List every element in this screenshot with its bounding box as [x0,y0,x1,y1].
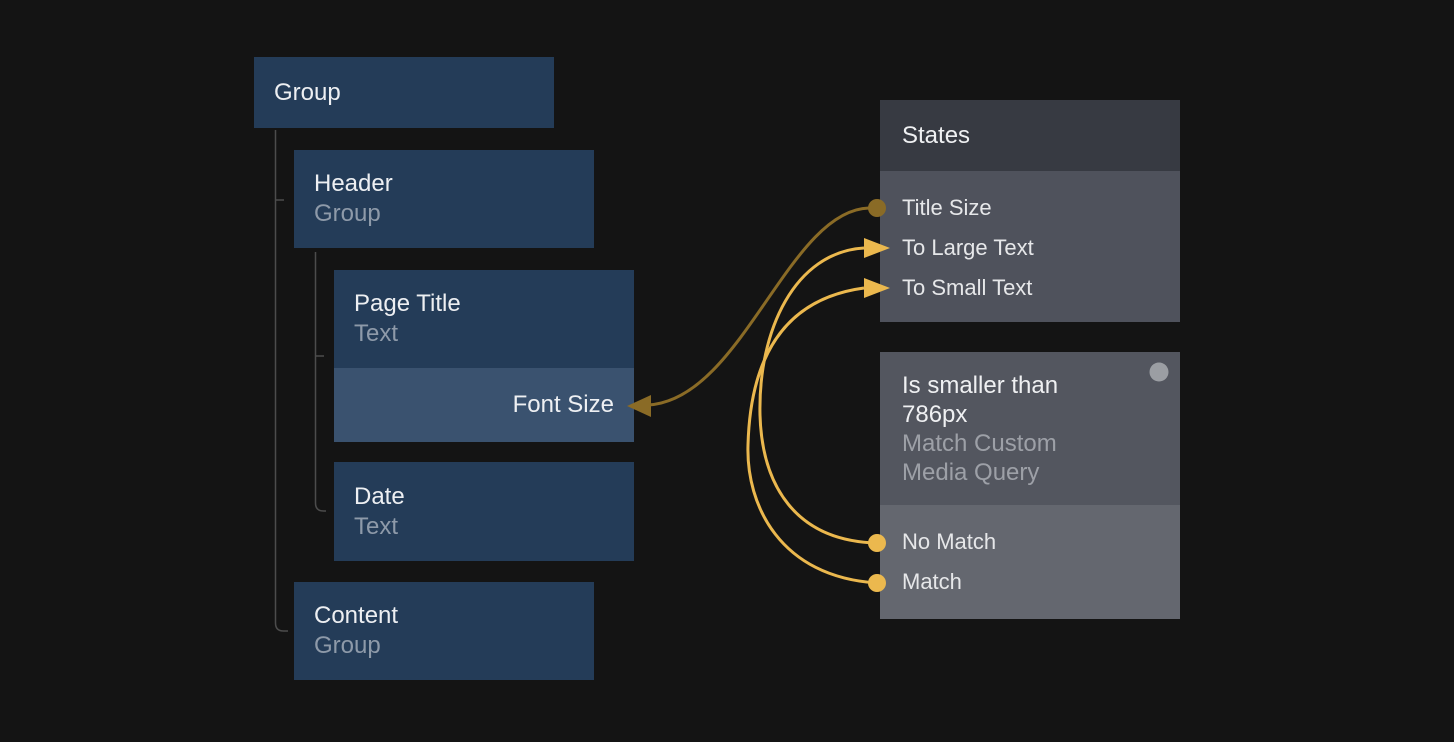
layer-node-group[interactable]: Group [254,57,554,128]
connection-curve[interactable] [647,206,870,407]
state-item-to-small-text[interactable]: To Small Text [902,275,1033,300]
layer-node-title: Group [274,78,341,106]
states-panel-title: States [902,122,971,149]
layer-node-page-title[interactable]: Page Title Text [334,270,634,368]
tree-line-outer [274,130,288,632]
states-panel[interactable]: States Title Size To Large Text To Small… [880,100,1180,322]
layer-node-title: Page Title [354,290,461,317]
connection-match-to-small-text[interactable] [746,278,890,592]
layer-node-subtitle: Group [314,632,381,659]
state-item-title-size[interactable]: Title Size [902,195,992,220]
connection-no-match-to-large-text[interactable] [758,238,890,552]
layer-node-title: Header [314,170,393,197]
states-panel-body: Title Size To Large Text To Small Text [880,171,1180,322]
layer-node-header[interactable]: Header Group [294,150,594,248]
state-item-to-large-text[interactable]: To Large Text [902,235,1034,260]
layer-node-title: Content [314,602,399,629]
connection-title-size-to-font-size[interactable] [627,199,886,417]
property-label: Font Size [512,391,614,418]
media-query-title: Is smaller than 786px [902,371,1059,428]
tree-line-inner [314,252,326,512]
media-query-panel-header: Is smaller than 786px Match Custom Media… [880,352,1180,505]
connection-curve[interactable] [758,246,878,545]
layer-node-date[interactable]: Date Text [334,462,634,561]
states-panel-header: States [880,100,1180,171]
media-query-item-match[interactable]: Match [902,569,962,594]
connection-curve[interactable] [746,286,878,585]
media-query-panel[interactable]: Is smaller than 786px Match Custom Media… [880,352,1180,619]
layer-node-title: Date [354,482,405,510]
media-query-panel-body: No Match Match [880,505,1180,619]
layer-node-subtitle: Text [354,512,399,540]
property-row-font-size[interactable]: Font Size [334,368,634,442]
layer-node-content[interactable]: Content Group [294,582,594,680]
media-query-item-no-match[interactable]: No Match [902,529,997,554]
layer-node-subtitle: Text [354,320,399,347]
layer-node-subtitle: Group [314,200,381,227]
media-query-subtitle: Match Custom Media Query [902,429,1057,486]
